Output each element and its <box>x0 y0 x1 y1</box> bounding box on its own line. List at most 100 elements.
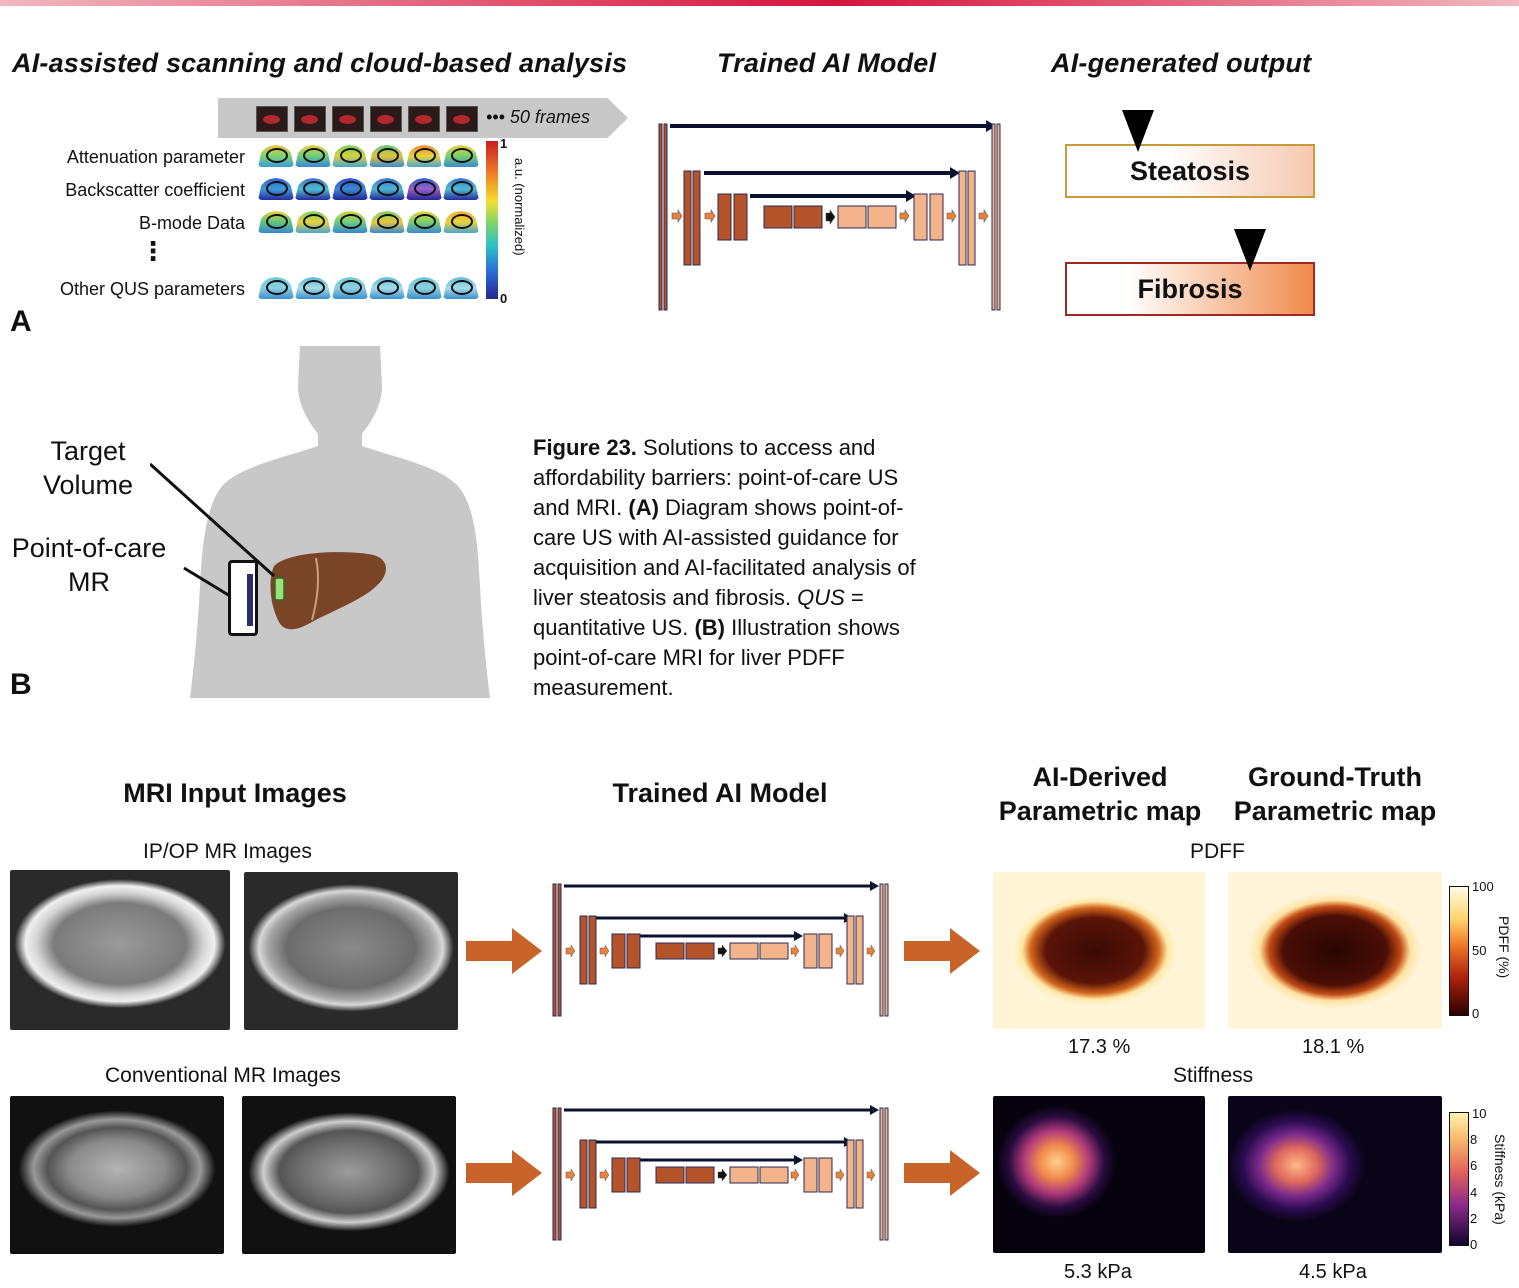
panel-b-letter: B <box>10 668 32 701</box>
unet-layer <box>879 1107 884 1241</box>
unet-layer <box>733 193 748 241</box>
qus-map <box>332 277 368 299</box>
unet-diagram-a <box>658 120 1001 311</box>
target-volume-marker <box>274 577 285 601</box>
unet-layer <box>967 170 976 266</box>
pdff-label: PDFF <box>1190 840 1245 863</box>
qus-map <box>443 178 479 200</box>
qus-map <box>369 211 405 233</box>
fibrosis-output-box: Fibrosis <box>1065 262 1315 316</box>
stiffness-colorbar-label: Stiffness (kPa) <box>1492 1134 1508 1225</box>
frames-strip: ••• 50 frames <box>218 98 628 138</box>
unet-layer <box>658 123 663 311</box>
us-frame <box>256 106 288 132</box>
steatosis-marker <box>1122 110 1154 152</box>
stiffness-colorbar <box>1449 1112 1469 1246</box>
qus-map <box>406 145 442 167</box>
qus-map <box>332 178 368 200</box>
qus-map <box>369 277 405 299</box>
unet-layer <box>846 1139 855 1209</box>
stiff-tick-10: 10 <box>1472 1106 1487 1121</box>
us-frame <box>370 106 402 132</box>
ipop-label: IP/OP MR Images <box>143 840 312 863</box>
unet-layer <box>579 915 588 985</box>
unet-layer <box>884 883 889 1017</box>
ai-stiffness-map <box>993 1096 1205 1253</box>
unet-layer <box>626 1157 641 1193</box>
qus-map <box>443 211 479 233</box>
unet-diagram-c2 <box>552 1105 889 1241</box>
qus-colorbar-max: 1 <box>500 136 508 151</box>
frames-count-label: ••• 50 frames <box>486 107 590 127</box>
orange-arrow-out-1 <box>904 928 980 974</box>
unet-layer <box>837 205 867 229</box>
unet-layer <box>685 1166 715 1184</box>
row-label-attenuation: Attenuation parameter <box>66 147 245 167</box>
steatosis-output-box: Steatosis <box>1065 144 1315 198</box>
pdff-gt-value: 18.1 % <box>1302 1036 1365 1058</box>
steatosis-label: Steatosis <box>1129 155 1251 186</box>
qus-map <box>369 145 405 167</box>
unet-layer <box>996 123 1001 311</box>
qus-map <box>406 178 442 200</box>
row-ellipsis: ⋮ <box>140 236 166 266</box>
us-frame <box>446 106 478 132</box>
unet-layer <box>763 205 793 229</box>
qus-map <box>406 277 442 299</box>
qus-map <box>443 145 479 167</box>
unet-layer <box>846 915 855 985</box>
qus-map <box>295 145 331 167</box>
pdff-ai-value: 17.3 % <box>1068 1036 1131 1058</box>
qus-colorbar-min: 0 <box>500 291 508 306</box>
gt-stiffness-map <box>1228 1096 1442 1253</box>
unet-layer <box>692 170 701 266</box>
unet-layer <box>729 1166 759 1184</box>
unet-layer <box>557 1107 562 1241</box>
qus-map <box>258 145 294 167</box>
unet-layer <box>855 1139 864 1209</box>
unet-layer <box>759 1166 789 1184</box>
unet-layer <box>552 1107 557 1241</box>
qus-map <box>406 211 442 233</box>
device-edge <box>247 574 253 626</box>
ai-pdff-map <box>993 872 1205 1029</box>
point-of-care-mr-label: Point-of-care MR <box>11 533 167 597</box>
top-accent-bar <box>0 0 1519 6</box>
unet-layer <box>803 1157 818 1193</box>
unet-layer <box>663 123 668 311</box>
pdff-colorbar <box>1449 886 1469 1016</box>
stiffness-label: Stiffness <box>1173 1064 1254 1087</box>
target-volume-label: Target Volume <box>42 436 134 500</box>
panel-a-heading-mid: Trained AI Model <box>717 48 937 78</box>
qus-maps-grid <box>258 145 480 305</box>
qus-map <box>332 211 368 233</box>
gt-pdff-map <box>1228 872 1442 1029</box>
unet-layer <box>588 915 597 985</box>
row-label-other-qus: Other QUS parameters <box>59 279 245 299</box>
unet-layer <box>958 170 967 266</box>
unet-diagram-c1 <box>552 881 889 1017</box>
mri-input-title: MRI Input Images <box>123 778 347 808</box>
qus-map <box>258 277 294 299</box>
qus-map <box>258 211 294 233</box>
stiff-tick-8: 8 <box>1470 1132 1478 1147</box>
unet-layer <box>655 942 685 960</box>
us-frame <box>332 106 364 132</box>
pdff-colorbar-label: PDFF (%) <box>1496 916 1512 979</box>
conventional-mr-image-1 <box>10 1096 224 1254</box>
liver-illustration <box>270 552 386 630</box>
unet-layer <box>879 883 884 1017</box>
qus-map <box>295 211 331 233</box>
unet-layer <box>626 933 641 969</box>
unet-layer <box>611 1157 626 1193</box>
unet-layer <box>729 942 759 960</box>
trained-model-title: Trained AI Model <box>612 778 828 808</box>
qus-map <box>295 178 331 200</box>
panel-a-heading-left: AI-assisted scanning and cloud-based ana… <box>12 48 628 78</box>
unet-layer <box>803 933 818 969</box>
row-label-backscatter: Backscatter coefficient <box>65 180 245 200</box>
stiffness-ai-value: 5.3 kPa <box>1064 1261 1132 1283</box>
unet-layer <box>588 1139 597 1209</box>
qus-map <box>332 145 368 167</box>
qus-colorbar <box>486 141 498 299</box>
